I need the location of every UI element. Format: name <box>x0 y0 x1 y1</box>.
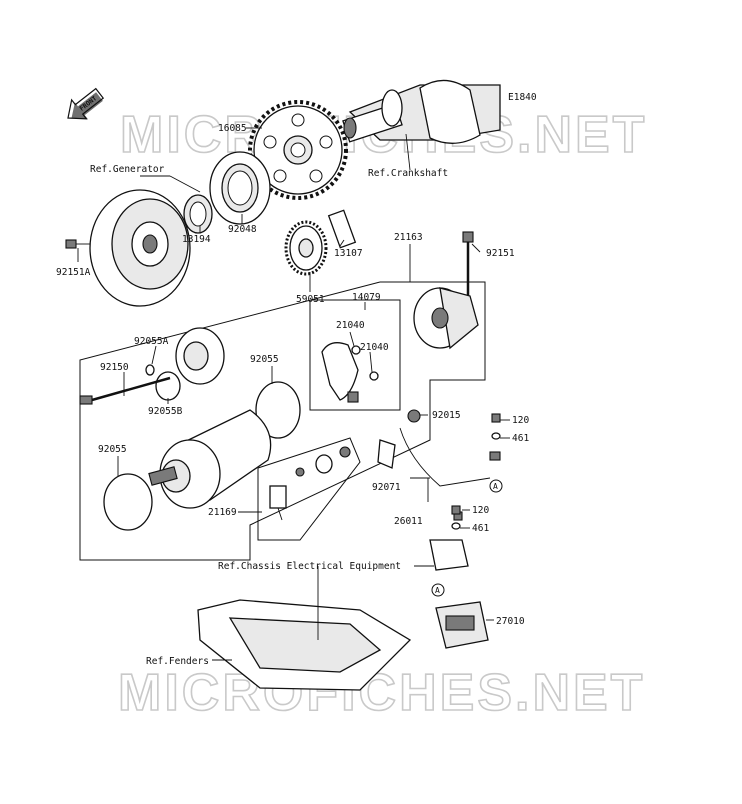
label-92151: 92151 <box>486 248 515 259</box>
connector-a-marker-2: A <box>431 583 445 597</box>
label-16085: 16085 <box>218 123 247 134</box>
washer-461-bottom <box>451 522 461 530</box>
front-cover <box>145 327 225 401</box>
svg-text:A: A <box>435 586 440 595</box>
end-cover-21163 <box>413 287 479 350</box>
label-92151A: 92151A <box>56 267 91 278</box>
label-120-bottom: 120 <box>472 505 489 516</box>
starter-relay-27010 <box>429 511 489 649</box>
label-92055-right: 92055 <box>250 354 279 365</box>
screw-120-top <box>491 413 501 423</box>
brush-set-21169 <box>269 446 351 521</box>
ref-crankshaft-label: Ref.Crankshaft <box>368 168 448 179</box>
label-21040-b: 21040 <box>360 342 389 353</box>
generator-rotor <box>89 189 191 307</box>
brush-set-outline <box>257 437 361 541</box>
washer-461-top <box>491 432 501 440</box>
fender-illustration <box>197 599 412 691</box>
diagram-code: E1840 <box>508 92 537 103</box>
label-14079: 14079 <box>352 292 381 303</box>
label-13107: 13107 <box>334 248 363 259</box>
one-way-clutch-13194 <box>183 194 213 234</box>
label-92055-left: 92055 <box>98 444 127 455</box>
ref-chassis-label: Ref.Chassis Electrical Equipment <box>218 561 401 572</box>
cable-26011 <box>377 409 501 487</box>
label-461-top: 461 <box>512 433 529 444</box>
clutch-ring-92048 <box>209 151 271 225</box>
shaft-13107 <box>327 209 357 249</box>
starter-yoke <box>148 409 272 509</box>
ref-fenders-label: Ref.Fenders <box>146 656 209 667</box>
label-461-bottom: 461 <box>472 523 489 534</box>
bolt-92151A <box>65 239 90 249</box>
watermark-bottom: MICROFICHES.NET <box>118 664 645 722</box>
label-26011: 26011 <box>394 516 423 527</box>
label-92150: 92150 <box>100 362 129 373</box>
label-21163: 21163 <box>394 232 423 243</box>
crankshaft-illustration <box>342 79 501 144</box>
idle-gear-59051 <box>284 220 328 276</box>
label-92048: 92048 <box>228 224 257 235</box>
label-21040-a: 21040 <box>336 320 365 331</box>
brush-plate-14079 <box>321 342 379 403</box>
gear-16085 <box>248 100 348 200</box>
label-120-top: 120 <box>512 415 529 426</box>
label-59051: 59051 <box>296 294 325 305</box>
screw-120-bottom <box>451 505 461 515</box>
label-13194: 13194 <box>182 234 211 245</box>
svg-text:A: A <box>493 482 498 491</box>
o-ring-92055-right <box>255 381 301 439</box>
label-27010: 27010 <box>496 616 525 627</box>
label-21169: 21169 <box>208 507 237 518</box>
label-92071: 92071 <box>372 482 401 493</box>
bolt-92150 <box>79 376 171 405</box>
o-ring-92055-left <box>103 473 153 531</box>
leader-lines <box>77 127 510 661</box>
ref-generator-label: Ref.Generator <box>90 164 165 175</box>
starter-group-outline <box>79 281 486 561</box>
label-92055A: 92055A <box>134 336 169 347</box>
label-92055B: 92055B <box>148 406 183 417</box>
label-92015: 92015 <box>432 410 461 421</box>
connector-a-marker-1: A <box>489 479 503 493</box>
front-arrow-icon: FRONT <box>67 87 105 120</box>
brush-group-outline <box>309 299 401 411</box>
